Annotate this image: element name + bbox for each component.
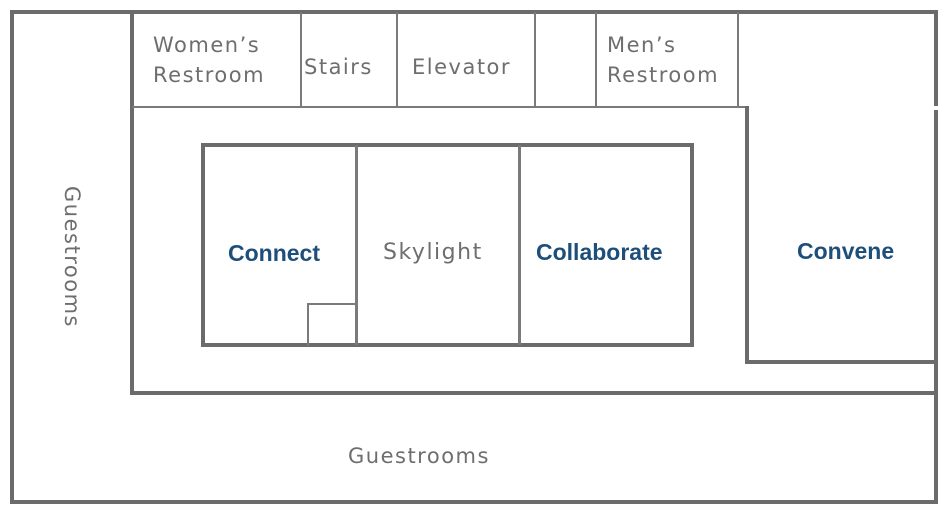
guestrooms-left-label: Guestrooms — [60, 186, 84, 328]
guestrooms-bottom-label: Guestrooms — [348, 444, 490, 468]
womens-restroom-label: Women’s Restroom — [153, 33, 266, 87]
connect-closet — [307, 303, 357, 346]
divider-elevator-blank — [534, 12, 536, 108]
divider-skylight-collaborate — [518, 145, 521, 345]
connect-label: Connect — [228, 240, 320, 266]
elevator-label: Elevator — [412, 55, 512, 79]
collaborate-label: Collaborate — [536, 239, 663, 265]
divider-stairs-elevator — [396, 12, 398, 108]
meeting-block — [201, 143, 694, 347]
convene-label: Convene — [797, 238, 895, 264]
convene-room — [745, 106, 938, 364]
divider-mens-blank — [737, 12, 739, 108]
skylight-label: Skylight — [383, 240, 483, 265]
mens-restroom-label: Men’s Restroom — [607, 33, 720, 87]
convene-opening — [749, 106, 938, 110]
stairs-label: Stairs — [304, 55, 373, 79]
divider-connect-skylight — [355, 145, 358, 345]
divider-blank-mens — [595, 12, 597, 108]
divider-womens-stairs — [300, 12, 302, 108]
